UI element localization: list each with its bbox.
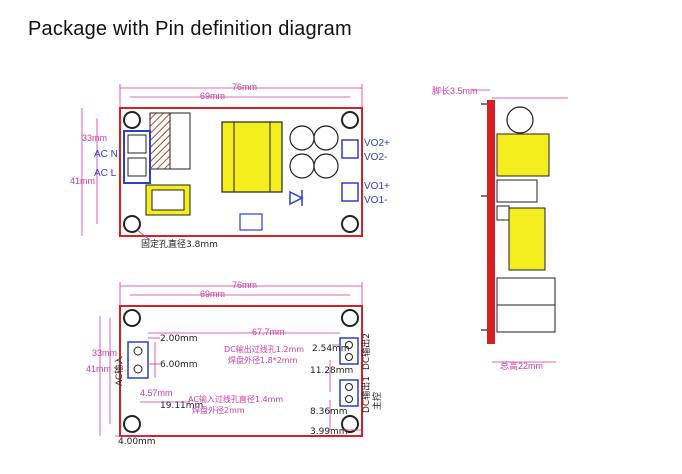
mount-hole-icon: [123, 215, 141, 233]
dim-top-width: 76mm: [232, 82, 257, 92]
dim-3-99: 3.99mm: [310, 427, 348, 437]
dim-11-28: 11.28mm: [310, 366, 353, 376]
capacitor-icon: [289, 153, 315, 179]
capacitor-icon: [313, 153, 339, 179]
label-pin-length: 脚长3.5mm: [432, 85, 478, 96]
dim-bottom-hole-span: 69mm: [200, 289, 225, 299]
dim-bottom-height-inner: 33mm: [92, 348, 117, 358]
pad-icon: [345, 353, 353, 361]
pad-icon: [345, 395, 353, 403]
label-vo2-pos: VO2+: [364, 138, 390, 149]
dim-top-height: 41mm: [70, 176, 95, 186]
label-ac-l: AC L: [94, 168, 117, 179]
ic-chip: [239, 213, 263, 231]
dim-4-57: 4.57mm: [140, 388, 173, 398]
label-dc-out2: DC输出2: [360, 333, 372, 370]
mount-hole-icon: [123, 415, 141, 433]
dim-bottom-height: 41mm: [86, 364, 111, 374]
dim-top-hole-span: 69mm: [200, 91, 225, 101]
label-ac-input: AC输入: [113, 356, 125, 386]
label-total-height: 总高22mm: [500, 360, 543, 371]
mount-hole-icon: [341, 309, 359, 327]
label-vo1-pos: VO1+: [364, 181, 390, 192]
ac-input-pads: [127, 341, 149, 379]
bottom-view: 76mm 69mm 67.7mm 33mm 41mm AC输入 2.00mm 6…: [86, 280, 383, 447]
dim-6-00: 6.00mm: [160, 360, 198, 370]
note-ac-hole-2: 焊盘外径2mm: [192, 405, 245, 415]
transformer: [221, 121, 283, 193]
dc-out2-pads: [339, 337, 359, 365]
capacitor-icon: [289, 125, 315, 151]
diode-icon: [289, 190, 304, 206]
mount-hole-icon: [341, 215, 359, 233]
mount-hole-icon: [341, 415, 359, 433]
label-ac-n: AC N: [94, 149, 118, 160]
side-capacitor: [506, 106, 534, 134]
pad-icon: [345, 383, 353, 391]
vo2-terminal: [341, 139, 359, 159]
bottom-board-outline: [119, 305, 363, 437]
dim-top-height-inner: 33mm: [82, 133, 107, 143]
capacitor-icon: [313, 125, 339, 151]
dim-bottom-width: 76mm: [232, 280, 257, 290]
pad-icon: [345, 341, 353, 349]
dim-2-00: 2.00mm: [160, 334, 198, 344]
note-dc-hole-2: 焊盘外径1.8*2mm: [228, 355, 298, 365]
page-title: Package with Pin definition diagram: [28, 18, 352, 40]
mount-hole-icon: [341, 111, 359, 129]
pad-icon: [133, 364, 143, 374]
dim-2-54: 2.54mm: [312, 344, 350, 354]
dc-out1-pads: [339, 379, 359, 407]
vo1-terminal: [341, 182, 359, 202]
mount-hole-icon: [123, 111, 141, 129]
pad-icon: [133, 346, 143, 356]
label-mount-hole: 固定孔直径3.8mm: [141, 238, 218, 250]
label-vo1-neg: VO1-: [364, 195, 387, 206]
label-dc-out1: DC输出1: [360, 376, 372, 413]
dim-8-36: 8.36mm: [310, 407, 348, 417]
side-board-pcb: [487, 100, 495, 344]
side-view: 脚长3.5mm 总高22mm: [432, 85, 568, 371]
side-inductor: [508, 207, 546, 271]
top-view: 76mm 69mm 33mm 41mm AC N AC L: [70, 82, 390, 250]
note-ac-hole-1: AC输入过线孔直径1.4mm: [188, 394, 283, 404]
mount-hole-icon: [123, 309, 141, 327]
dim-19-11: 19.11mm: [160, 401, 203, 411]
label-vo2-neg: VO2-: [364, 152, 387, 163]
dim-inner-span: 67.7mm: [252, 327, 285, 337]
note-dc-hole-1: DC输出过线孔1.2mm: [224, 344, 304, 354]
dim-4-00: 4.00mm: [118, 437, 156, 447]
side-transformer: [496, 133, 550, 177]
label-main-ctrl: 主控: [371, 392, 383, 410]
